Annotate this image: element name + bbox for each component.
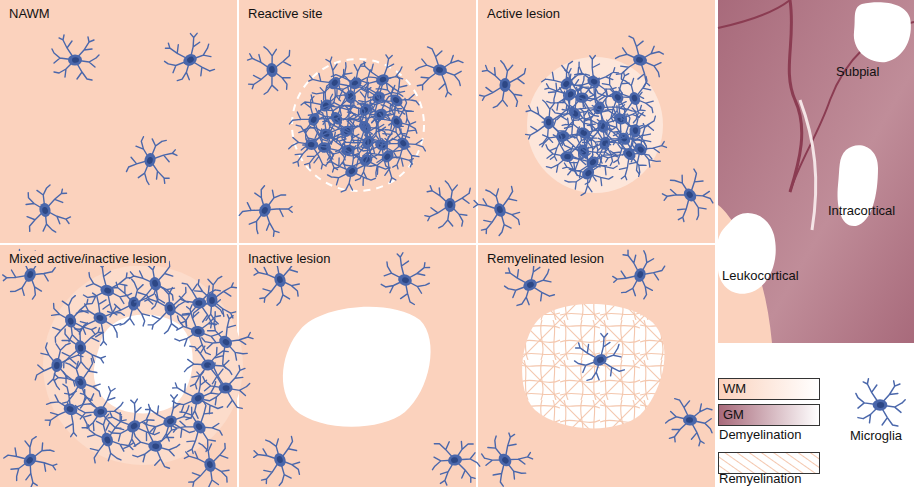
microglia xyxy=(611,117,673,179)
microglia xyxy=(537,55,599,117)
lesion-panel: Inactive lesion xyxy=(239,245,476,487)
cortex-section xyxy=(718,0,914,343)
legend-swatch: WM xyxy=(718,378,820,400)
microglia xyxy=(568,327,631,389)
microglia xyxy=(411,46,466,100)
legend-microglia-icon xyxy=(856,379,905,426)
microglia xyxy=(79,259,138,317)
legend-text: GM xyxy=(723,407,744,422)
lesion-panel: NAWM xyxy=(0,0,237,243)
microglia xyxy=(655,164,720,229)
microglia xyxy=(68,290,129,350)
microglia xyxy=(604,70,661,128)
microglia xyxy=(353,49,410,105)
remyelination-sample xyxy=(718,452,820,474)
microglia xyxy=(171,302,226,356)
microglia xyxy=(244,44,295,96)
microglia xyxy=(377,249,436,307)
microglia xyxy=(664,398,715,447)
legend-text: Demyelination xyxy=(719,427,801,442)
panel-title: Active lesion xyxy=(485,6,562,21)
lesion-panel: Remyelinated lesion xyxy=(478,245,715,487)
lesion-panel: Reactive site xyxy=(239,0,476,243)
region-label: Subpial xyxy=(836,64,879,79)
microglia xyxy=(100,392,164,456)
lesion-panel: Mixed active/inactive lesion xyxy=(0,245,237,487)
microglia xyxy=(138,388,201,450)
microglia xyxy=(202,363,250,409)
microglia xyxy=(467,180,527,241)
legend-text: Remyelination xyxy=(719,471,801,486)
microglia xyxy=(608,244,667,304)
panel-title: Inactive lesion xyxy=(246,251,332,266)
legend-text: Microglia xyxy=(850,428,902,443)
microglia xyxy=(371,114,433,176)
microglia xyxy=(288,125,334,169)
microglia xyxy=(364,71,426,133)
region-label: Intracortical xyxy=(828,203,895,218)
lesion-panel: Active lesion xyxy=(478,0,715,243)
microglia xyxy=(610,34,667,90)
microglia xyxy=(165,396,230,461)
microglia xyxy=(556,141,618,203)
microglia xyxy=(106,277,156,329)
microglia xyxy=(479,60,525,108)
microglia xyxy=(158,27,221,89)
microglia xyxy=(52,35,99,80)
microglia xyxy=(73,383,128,436)
region-label: Leukocortical xyxy=(722,268,799,283)
microglia xyxy=(45,292,101,349)
panel-title: Mixed active/inactive lesion xyxy=(7,251,169,266)
panel-title: Reactive site xyxy=(246,6,324,21)
microglia xyxy=(175,283,223,329)
microglia-cells xyxy=(0,27,720,487)
microglia xyxy=(236,180,298,243)
microglia xyxy=(610,107,656,155)
legend-text: WM xyxy=(723,381,746,396)
microglia xyxy=(0,430,64,487)
panel-title: Remyelinated lesion xyxy=(485,251,606,266)
microglia xyxy=(39,381,100,441)
microglia xyxy=(302,50,364,112)
microglia xyxy=(425,181,471,229)
microglia xyxy=(427,436,482,487)
microglia xyxy=(125,133,180,190)
microglia xyxy=(195,308,260,373)
panel-title: NAWM xyxy=(7,6,52,21)
microglia xyxy=(524,99,569,146)
microglia xyxy=(566,50,625,108)
panel-grounds xyxy=(0,0,715,487)
legend-swatch: GM xyxy=(718,404,820,426)
microglia xyxy=(20,182,75,239)
microglia xyxy=(475,426,540,487)
microglia xyxy=(80,409,139,470)
microglia xyxy=(247,430,307,487)
microglia xyxy=(320,139,381,199)
